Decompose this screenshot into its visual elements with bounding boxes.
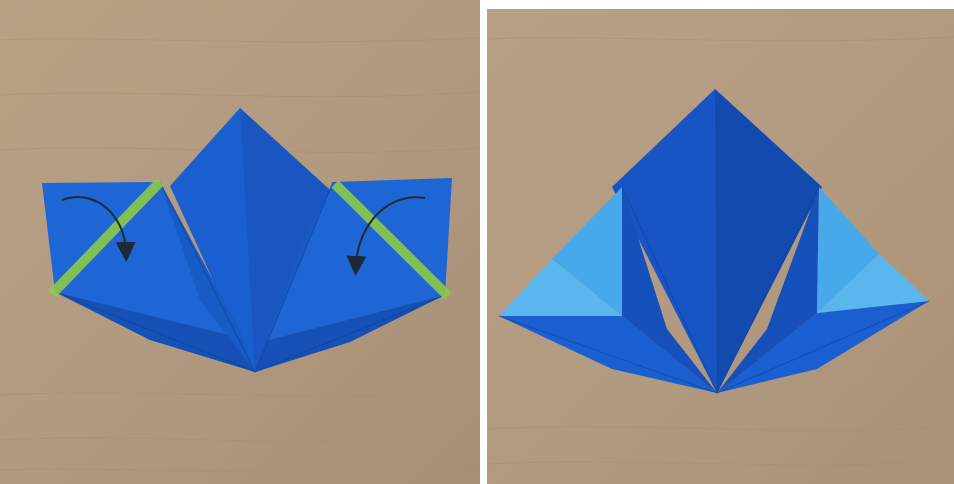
fold-step-photo-right: [487, 9, 954, 484]
origami-photo-left: [0, 0, 480, 484]
origami-photo-right: [487, 9, 954, 484]
fold-step-photo-left: [0, 0, 480, 484]
